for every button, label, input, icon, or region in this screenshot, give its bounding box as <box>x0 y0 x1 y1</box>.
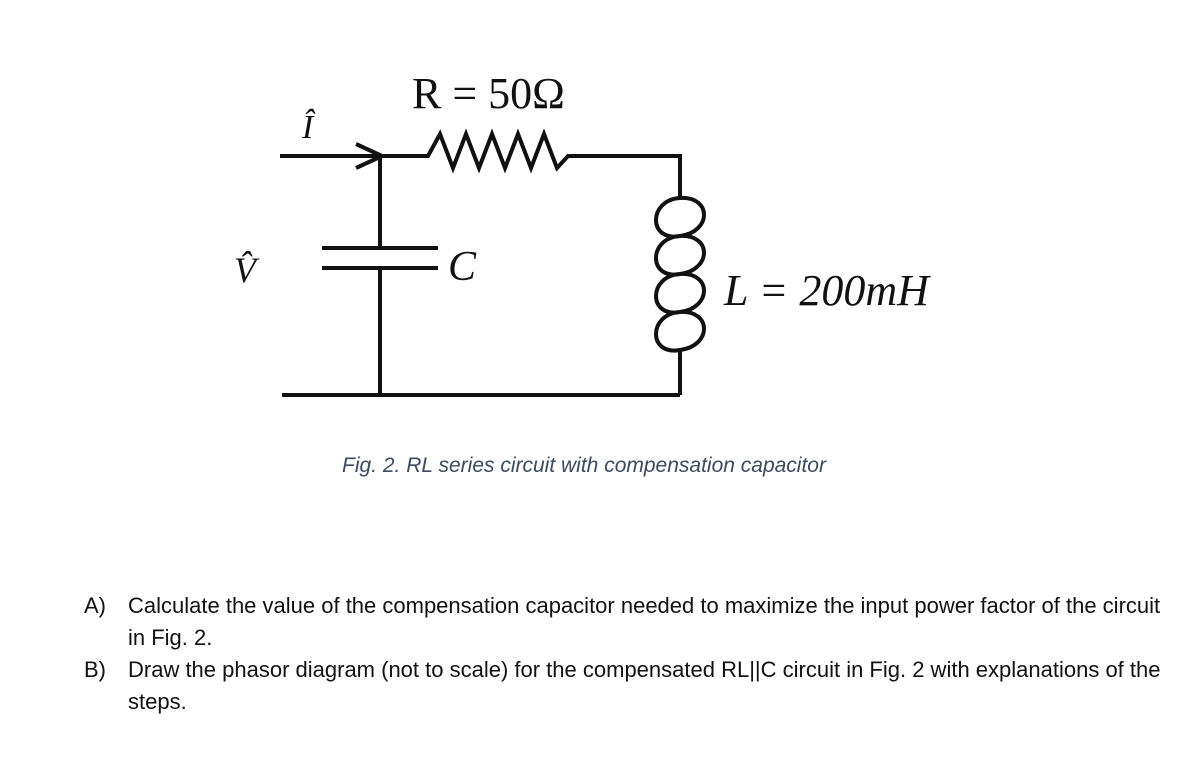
voltage-label: V̂ <box>234 250 260 290</box>
question-b-marker: B) <box>84 657 106 682</box>
question-b: B) Draw the phasor diagram (not to scale… <box>84 654 1164 718</box>
inductor-symbol <box>654 195 706 353</box>
current-label: Î <box>301 109 316 146</box>
capacitor-label: C <box>448 244 477 290</box>
figure-caption: Fig. 2. RL series circuit with compensat… <box>342 454 827 477</box>
inductor-label: L = 200mH <box>723 266 931 315</box>
question-a-marker: A) <box>84 593 106 618</box>
question-a-text: Calculate the value of the compensation … <box>128 593 1161 650</box>
resistor-label: R = 50Ω <box>412 69 565 118</box>
circuit-diagram: Î R = 50Ω V̂ C L = 200mH Fig. 2. RL seri… <box>234 69 931 477</box>
question-a: A) Calculate the value of the compensati… <box>84 590 1164 654</box>
resistor-symbol <box>380 128 682 198</box>
question-b-text: Draw the phasor diagram (not to scale) f… <box>128 657 1161 714</box>
question-list: A) Calculate the value of the compensati… <box>84 590 1164 718</box>
